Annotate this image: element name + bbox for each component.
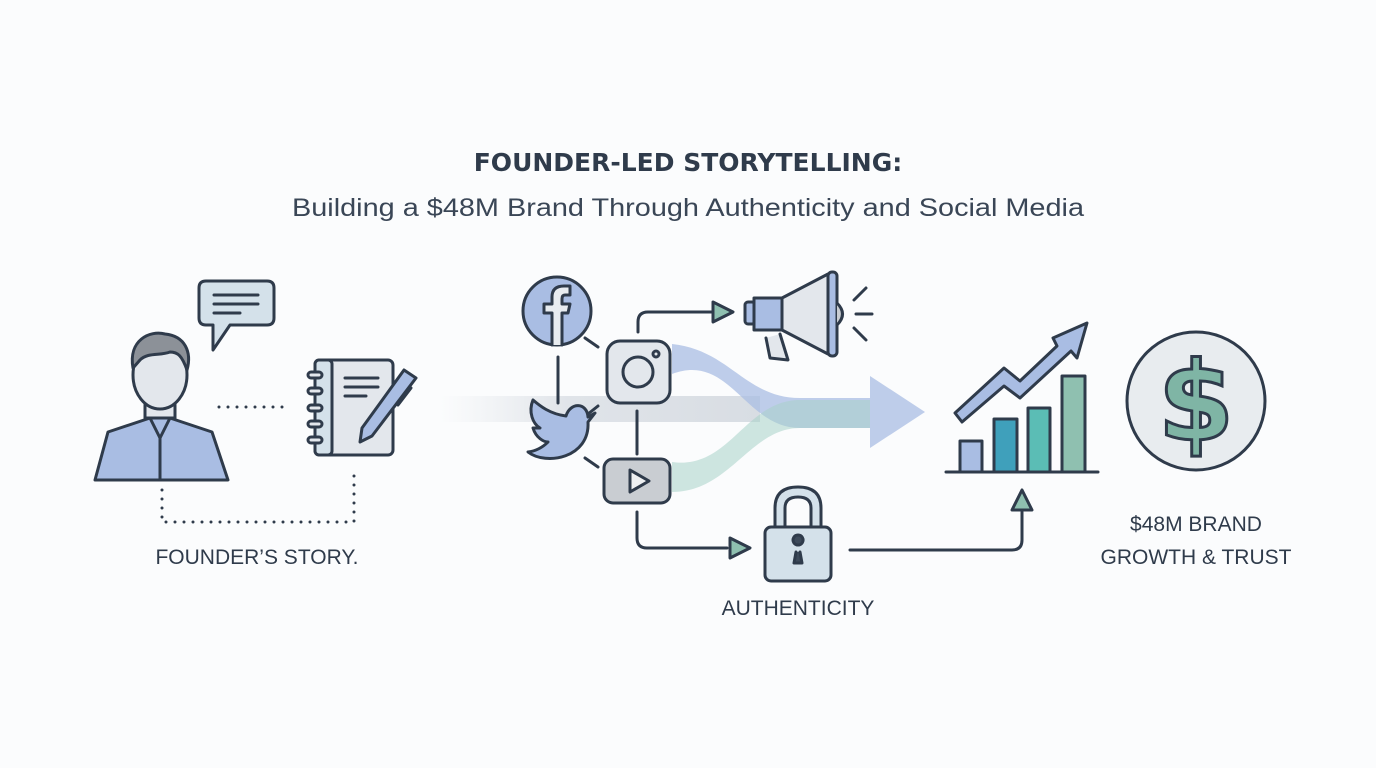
svg-text:$: $ <box>1158 338 1235 466</box>
dollar-coin-icon: $ <box>1125 330 1267 472</box>
lock-icon <box>763 485 833 583</box>
page-subtitle: Building a $48M Brand Through Authentici… <box>292 194 1084 222</box>
arrowhead <box>728 536 752 560</box>
trend-arrow-icon <box>953 321 1089 424</box>
story-band <box>440 396 760 422</box>
arrowhead <box>1010 488 1034 512</box>
speech-bubble-icon <box>197 279 276 352</box>
pen-icon <box>358 368 418 444</box>
twitter-icon[interactable] <box>526 398 597 460</box>
youtube-icon[interactable] <box>602 457 672 505</box>
growth-label-line2: GROWTH & TRUST <box>1101 546 1292 569</box>
network-lines <box>556 310 1024 552</box>
instagram-icon[interactable] <box>605 339 672 405</box>
arrowhead <box>711 300 735 324</box>
authenticity-label: AUTHENTICITY <box>722 597 875 620</box>
growth-label-line1: $48M BRAND <box>1130 513 1262 536</box>
page-title: FOUNDER-LED STORYTELLING: <box>474 148 903 177</box>
founder-label: FOUNDER’S STORY. <box>155 546 358 569</box>
megaphone-icon <box>743 270 874 362</box>
facebook-icon[interactable] <box>521 275 593 347</box>
person-icon <box>93 331 230 482</box>
bar-chart-icon <box>944 374 1100 474</box>
flow-arrow-icon <box>672 344 925 492</box>
